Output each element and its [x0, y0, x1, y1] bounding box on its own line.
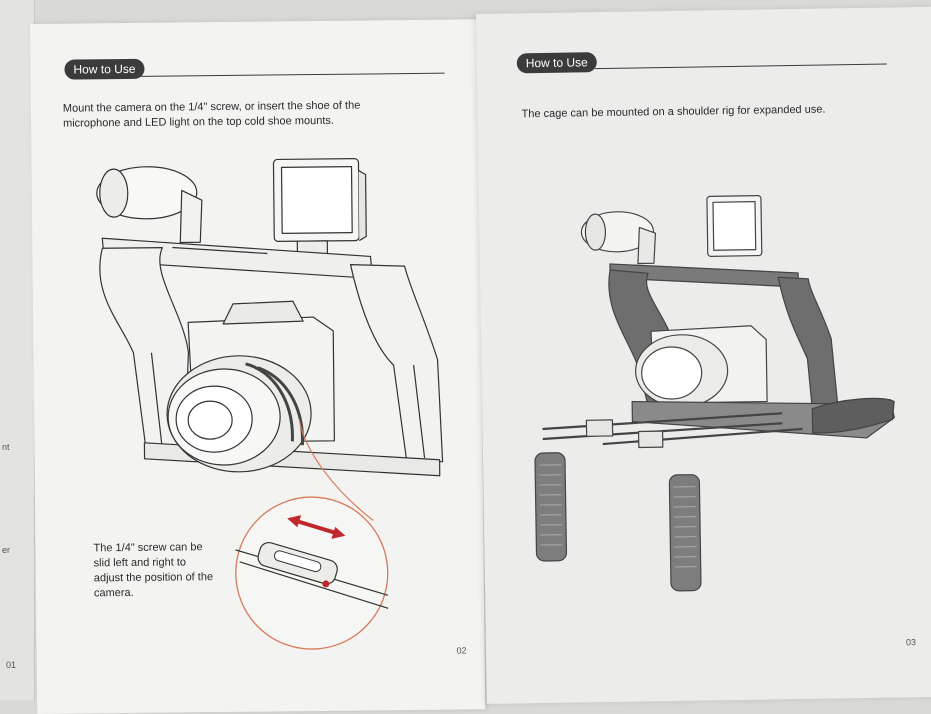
edge-fragment-1: nt [2, 442, 10, 452]
screw-slot-callout [235, 496, 389, 650]
left-page-number: 02 [456, 645, 467, 656]
left-page: How to Use Mount the camera on the 1/4" … [30, 19, 486, 714]
edge-page-number: 01 [6, 660, 17, 670]
shoulder-rig-illustration [534, 194, 895, 592]
previous-page-edge: nt er 01 [0, 0, 35, 700]
edge-fragment-2: er [2, 545, 11, 555]
camera-cage-illustration [96, 158, 444, 650]
right-page-number: 03 [905, 637, 917, 648]
right-page: How to Use The cage can be mounted on a … [476, 6, 931, 704]
screw-callout-text: The 1/4" screw can be slid left and righ… [93, 541, 214, 600]
